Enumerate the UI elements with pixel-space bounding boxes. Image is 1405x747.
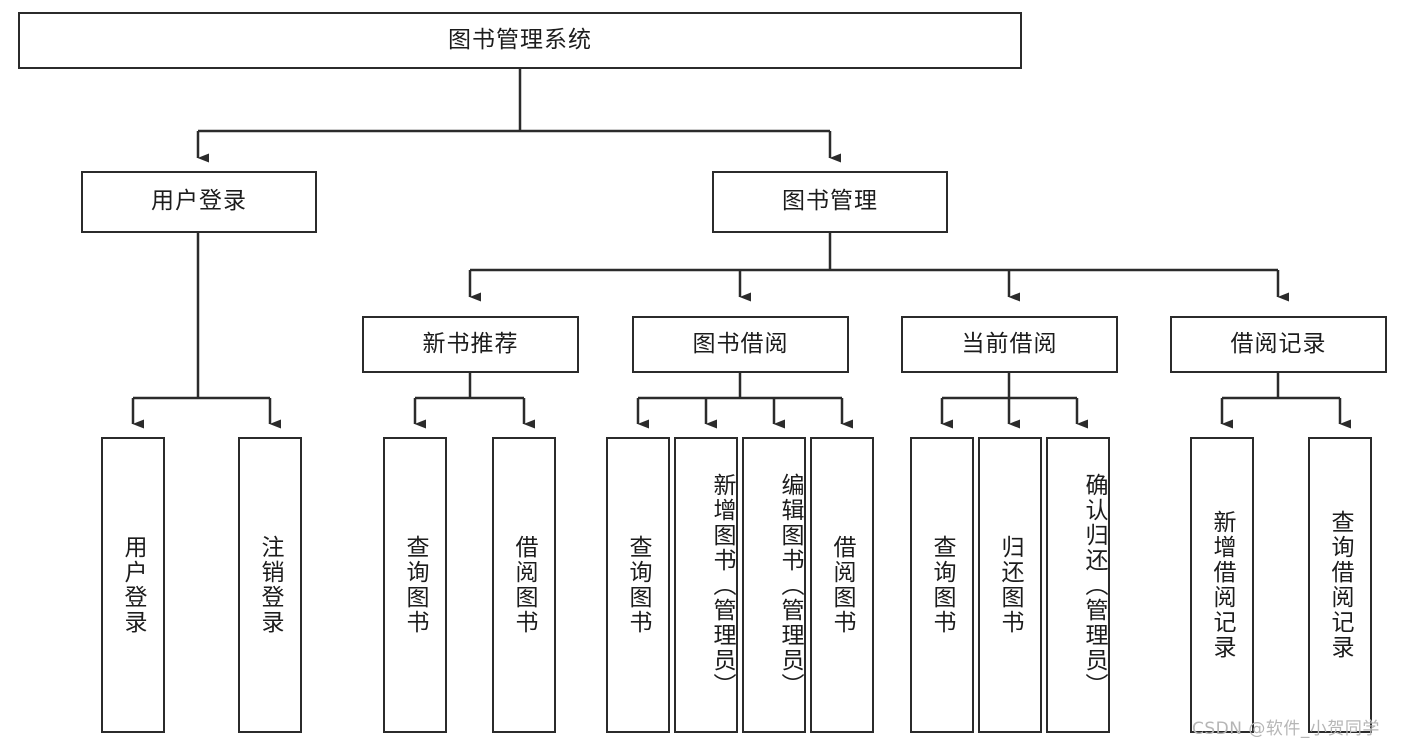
leaf-confirm-return-admin[interactable]: 确认归还（管理员） <box>1046 437 1110 733</box>
node-borrowing-records[interactable]: 借阅记录 <box>1170 316 1387 373</box>
leaf-user-login[interactable]: 用户登录 <box>101 437 165 733</box>
leaf-borrow-books-borrow[interactable]: 借阅图书 <box>810 437 874 733</box>
node-book-borrowing[interactable]: 图书借阅 <box>632 316 849 373</box>
leaf-query-books-recommend[interactable]: 查询图书 <box>383 437 447 733</box>
leaf-add-book-admin[interactable]: 新增图书（管理员） <box>674 437 738 733</box>
leaf-query-books-current[interactable]: 查询图书 <box>910 437 974 733</box>
node-current-borrowing[interactable]: 当前借阅 <box>901 316 1118 373</box>
node-root-book-management-system[interactable]: 图书管理系统 <box>18 12 1022 69</box>
leaf-logout[interactable]: 注销登录 <box>238 437 302 733</box>
leaf-return-books[interactable]: 归还图书 <box>978 437 1042 733</box>
node-book-management[interactable]: 图书管理 <box>712 171 948 233</box>
leaf-add-borrow-record[interactable]: 新增借阅记录 <box>1190 437 1254 733</box>
node-new-book-recommendation[interactable]: 新书推荐 <box>362 316 579 373</box>
node-user-login[interactable]: 用户登录 <box>81 171 317 233</box>
leaf-query-books-borrow[interactable]: 查询图书 <box>606 437 670 733</box>
leaf-edit-book-admin[interactable]: 编辑图书（管理员） <box>742 437 806 733</box>
leaf-borrow-books-recommend[interactable]: 借阅图书 <box>492 437 556 733</box>
leaf-query-borrow-record[interactable]: 查询借阅记录 <box>1308 437 1372 733</box>
